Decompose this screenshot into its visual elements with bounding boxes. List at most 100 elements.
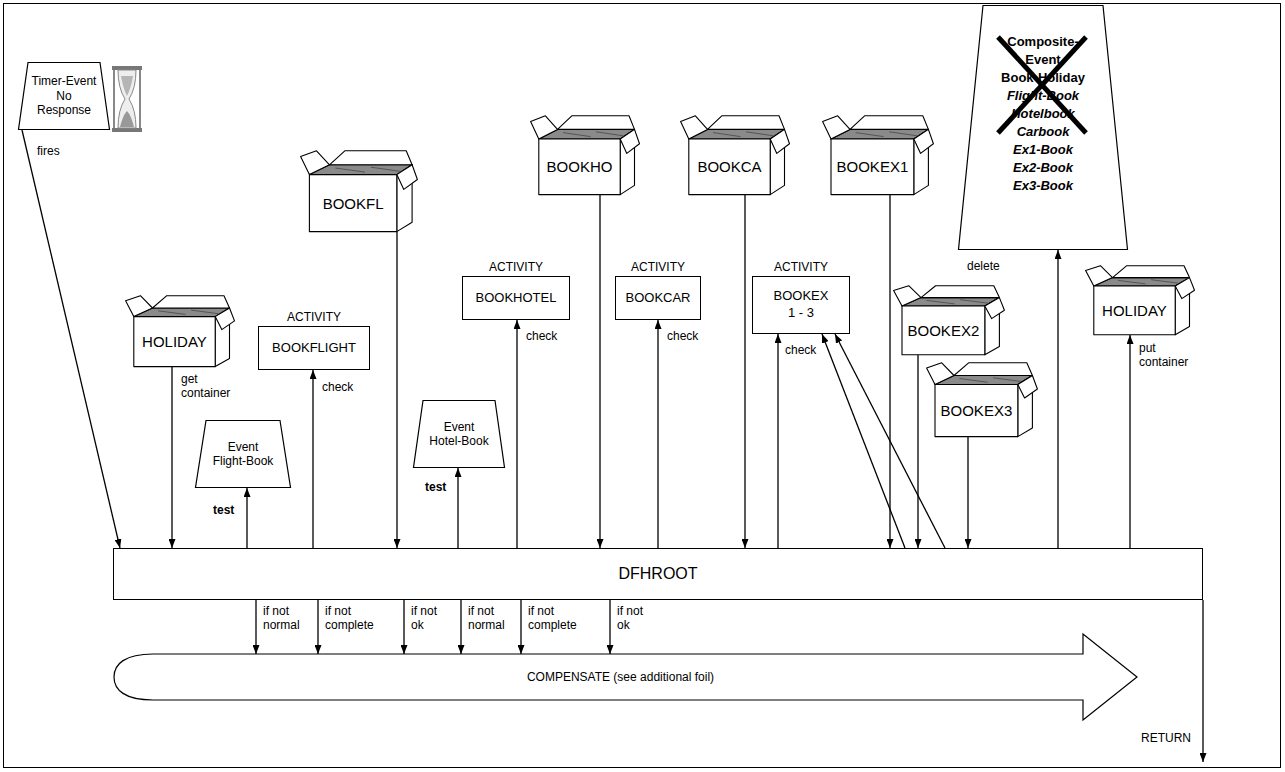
label-slot: if not ok (410, 604, 442, 633)
label-slot: if not normal (262, 604, 314, 633)
hourglass-glass (118, 70, 136, 128)
hourglass-sand (121, 76, 133, 96)
activity-name: BOOKCAR (625, 290, 690, 307)
trapezoid-outline (959, 6, 1128, 250)
container-icon: BOOKCA (680, 115, 790, 195)
container-icon: BOOKEX3 (926, 362, 1038, 437)
label-slot: delete (966, 256, 1001, 274)
box-flap (914, 129, 934, 153)
activity-node: ACTIVITYBOOKHOTEL (462, 258, 570, 320)
box-flap (1175, 278, 1194, 299)
composite-event: Composite-EventBook-HolidayFlight-BookHo… (958, 5, 1128, 250)
box-flap (620, 129, 639, 153)
box-flap (531, 116, 558, 139)
connector-arrow (609, 600, 610, 654)
connector-arrow (460, 600, 461, 654)
box-shading (993, 378, 1021, 382)
box-flap (681, 116, 708, 139)
connector-arrow (246, 488, 247, 548)
event-member: Carbook (1017, 123, 1070, 141)
activity-box: BOOKHOTEL (462, 276, 570, 320)
container-face: BOOKCA (689, 139, 770, 195)
container-label: BOOKEX1 (837, 158, 909, 175)
activity-box: BOOKEX 1 - 3 (752, 276, 850, 334)
label-slot: if not complete (527, 604, 579, 633)
connector-arrow (599, 195, 600, 548)
box-shading (713, 133, 741, 137)
box-flap (1018, 376, 1038, 399)
container-face: BOOKEX2 (902, 306, 985, 355)
event-text-area: Timer-Event No Response (18, 62, 110, 130)
box-flap (921, 286, 999, 298)
label-slot: if not complete (324, 604, 376, 633)
label-slot: if not normal (467, 604, 519, 633)
container-icon: BOOKEX1 (822, 115, 934, 195)
activity-node: ACTIVITYBOOKFLIGHT (258, 308, 370, 370)
activity-name: BOOKHOTEL (476, 290, 557, 307)
edge-label: if not normal (467, 604, 519, 632)
activity-heading: ACTIVITY (615, 258, 701, 276)
box-shading (927, 300, 955, 304)
box-flap (397, 165, 418, 190)
edge-label: check (666, 329, 699, 343)
label-slot: check (784, 340, 817, 358)
box-shading (1118, 280, 1146, 284)
label-slot: if not ok (616, 604, 648, 633)
label-slot: check (321, 377, 354, 395)
box-flap (985, 298, 1005, 319)
return-label: RETURN (1140, 731, 1192, 745)
connector-arrow (777, 334, 778, 548)
edge-label: delete (966, 259, 1001, 273)
event-member: Flight-Book (1007, 87, 1079, 105)
cross-out-mark (998, 37, 1086, 133)
container-face: BOOKFL (309, 175, 396, 232)
edge-label: if not ok (410, 604, 442, 632)
arrow-outline (114, 634, 1137, 720)
box-flap (330, 151, 413, 165)
connector-arrow (403, 600, 404, 654)
hourglass-post (113, 70, 115, 128)
connector-arrow (171, 367, 172, 548)
label-slot: fires (36, 141, 61, 159)
edge-label: get container (180, 372, 235, 400)
container-icon: BOOKHO (530, 115, 640, 195)
trapezoid-outline (19, 63, 110, 130)
connector-arrow (917, 355, 918, 548)
event-label: Event Flight-Book (211, 440, 275, 469)
label-slot: test (424, 477, 447, 495)
node-outline (1085, 265, 1195, 335)
hourglass-icon (112, 66, 142, 132)
box-front (309, 175, 396, 232)
edge-label: test (212, 503, 235, 517)
event-member: Ex2-Book (1013, 159, 1073, 177)
box-front (134, 317, 215, 367)
box-flap (850, 116, 928, 130)
container-label: BOOKEX2 (908, 322, 980, 339)
container-label: HOLIDAY (142, 333, 207, 350)
activity-name: BOOKEX 1 - 3 (769, 288, 833, 322)
label-slot: get container (180, 372, 235, 401)
container-label: BOOKFL (323, 195, 384, 212)
box-flap (954, 363, 1032, 376)
container-icon: HOLIDAY (1085, 265, 1195, 335)
connector-arrow (822, 334, 905, 548)
hourglass-cap (112, 66, 142, 70)
connector-arrow (967, 437, 968, 548)
box-shading (371, 167, 401, 171)
box-shading (889, 132, 917, 136)
connector-arrow (1129, 335, 1130, 548)
event-member: Ex1-Book (1013, 141, 1073, 159)
container-face: BOOKEX3 (935, 385, 1018, 438)
container-icon: BOOKFL (300, 150, 418, 232)
compensate-arrow: COMPENSATE (see additional foil) (113, 632, 1138, 722)
root-program-band: DFHROOT (113, 548, 1203, 600)
edge-label: fires (36, 144, 61, 158)
edge-label: check (321, 380, 354, 394)
event-member: Ex3-Book (1013, 177, 1073, 195)
edge-label: check (525, 329, 558, 343)
box-shading (158, 311, 186, 315)
return-arrow (1202, 600, 1203, 762)
label-slot: put container (1138, 341, 1193, 370)
box-flap (823, 116, 850, 139)
